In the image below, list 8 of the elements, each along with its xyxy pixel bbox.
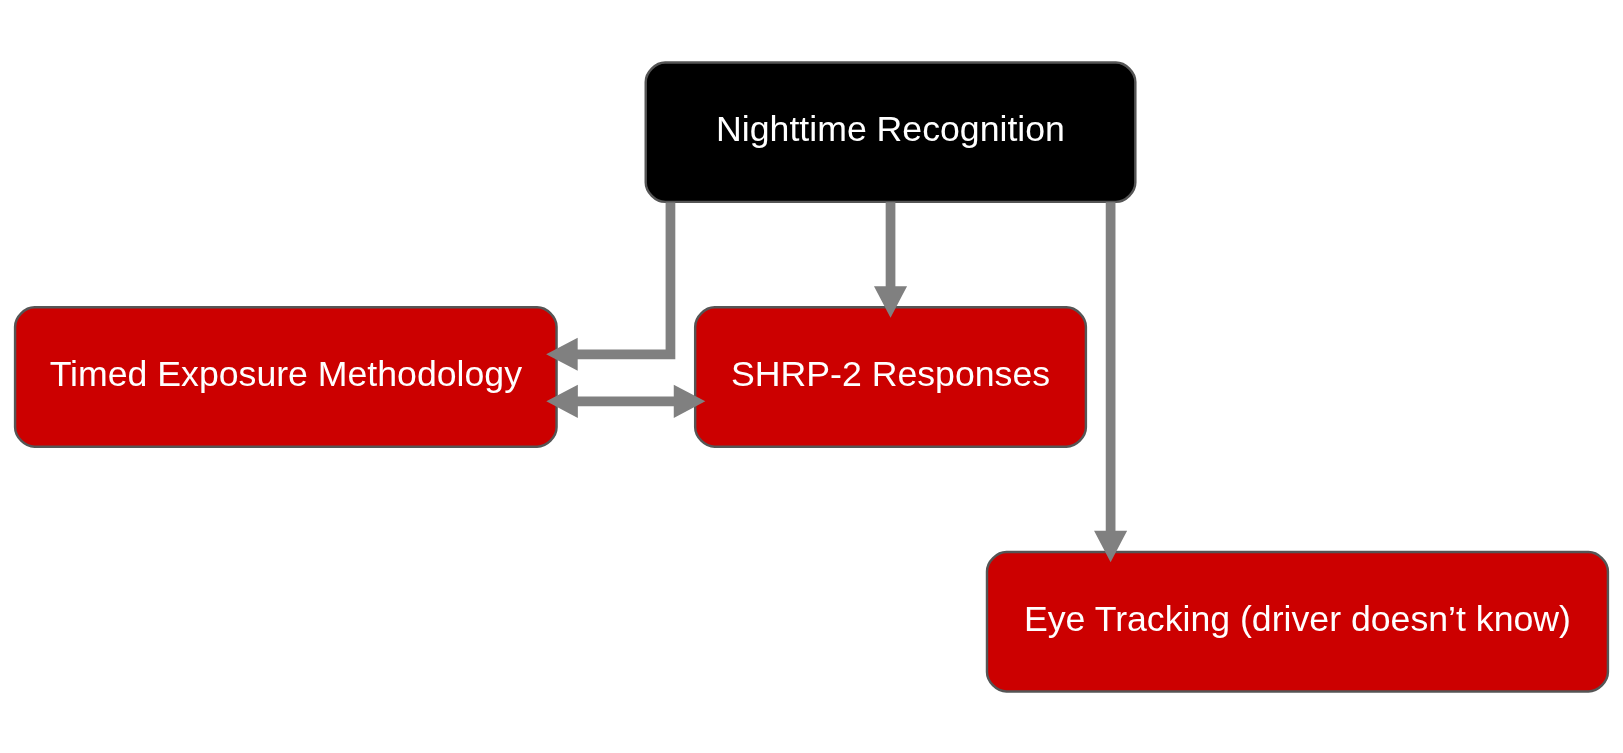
arrow <box>873 201 908 318</box>
arrow <box>546 384 706 418</box>
node-box: Timed Exposure Methodology <box>13 305 558 448</box>
arrow <box>1094 201 1128 562</box>
node-box: Eye Tracking (driver doesn’t know) <box>985 550 1610 693</box>
arrow <box>546 202 676 371</box>
node-box: Nighttime Recognition <box>644 60 1137 203</box>
node-box: SHRP-2 Responses <box>693 305 1088 448</box>
